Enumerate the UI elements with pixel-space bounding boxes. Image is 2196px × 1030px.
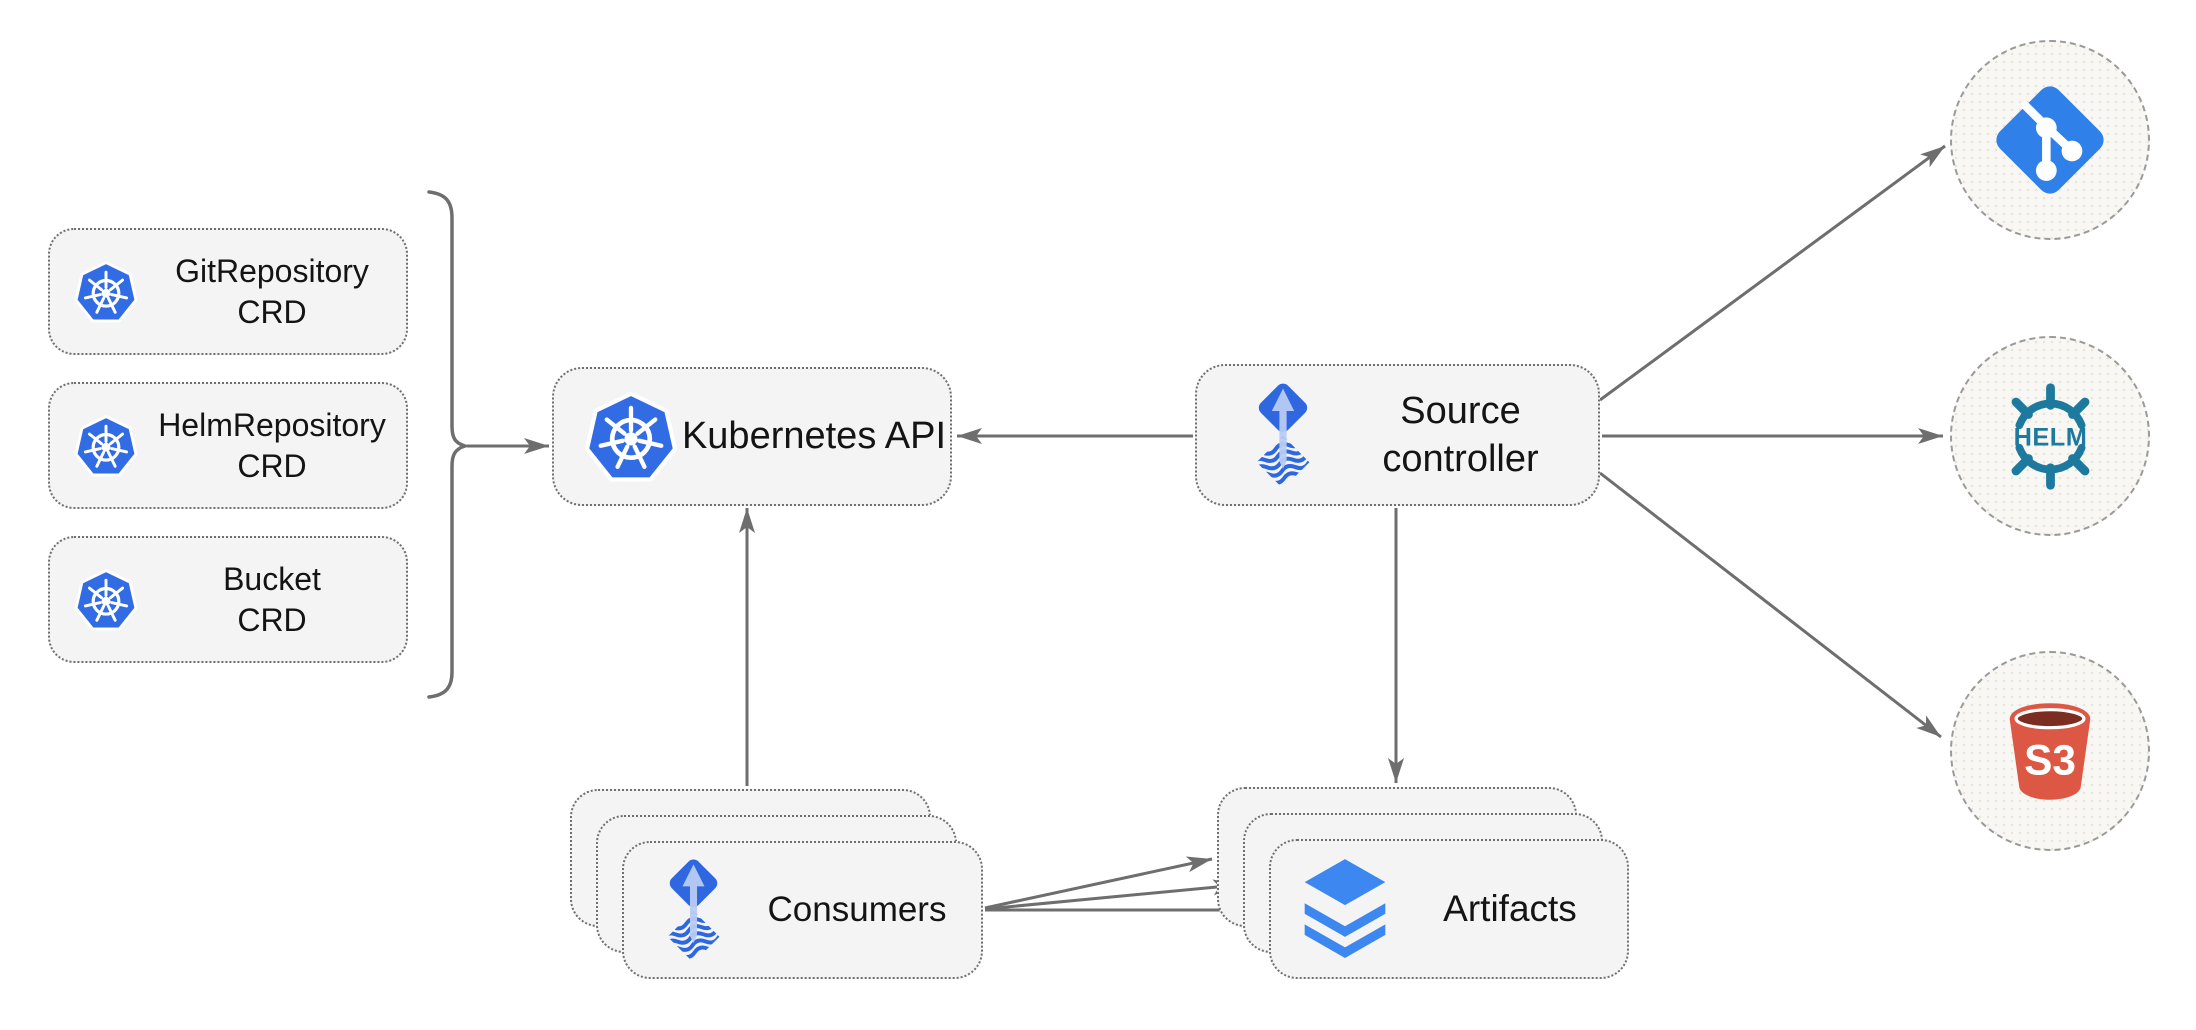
arrow-consumers-to-artifacts-1 — [984, 856, 1213, 910]
node-label: GitRepository CRD — [175, 252, 369, 330]
flux-icon — [1243, 379, 1323, 491]
external-git — [1950, 40, 2150, 240]
node-kubernetes-api: Kubernetes API — [552, 367, 952, 506]
kubernetes-icon — [584, 390, 678, 484]
node-label: Consumers — [767, 889, 947, 929]
node-label: HelmRepository CRD — [158, 406, 386, 484]
arrow-source-to-s3 — [1599, 471, 1942, 739]
node-label: Bucket CRD — [223, 560, 321, 638]
git-icon — [1996, 86, 2104, 194]
svg-text:S3: S3 — [2024, 736, 2076, 783]
node-label: Kubernetes API — [681, 415, 947, 458]
node-source-controller: Source controller — [1195, 364, 1600, 506]
svg-text:HELM: HELM — [2013, 423, 2087, 451]
external-s3: S3 — [1950, 651, 2150, 851]
crd-group-brace — [427, 190, 472, 699]
node-label: Source controller — [1382, 389, 1539, 480]
s3-icon: S3 — [2009, 703, 2091, 800]
kubernetes-icon — [74, 414, 138, 478]
arrow-source-to-git — [1599, 144, 1946, 402]
external-helm: HELM — [1950, 336, 2150, 536]
node-label: Artifacts — [1443, 887, 1577, 929]
flux-icon — [654, 855, 733, 965]
node-helmrepository-crd: HelmRepository CRD — [48, 382, 408, 509]
arrow-consumers-to-artifacts-2 — [984, 879, 1239, 911]
kubernetes-icon — [74, 260, 138, 324]
node-gitrepository-crd: GitRepository CRD — [48, 228, 408, 355]
node-consumers: Consumers — [622, 841, 983, 979]
layers-icon — [1297, 855, 1393, 963]
kubernetes-icon — [74, 568, 138, 632]
node-bucket-crd: Bucket CRD — [48, 536, 408, 663]
node-artifacts: Artifacts — [1269, 839, 1629, 979]
helm-icon: HELM — [2011, 382, 2089, 490]
